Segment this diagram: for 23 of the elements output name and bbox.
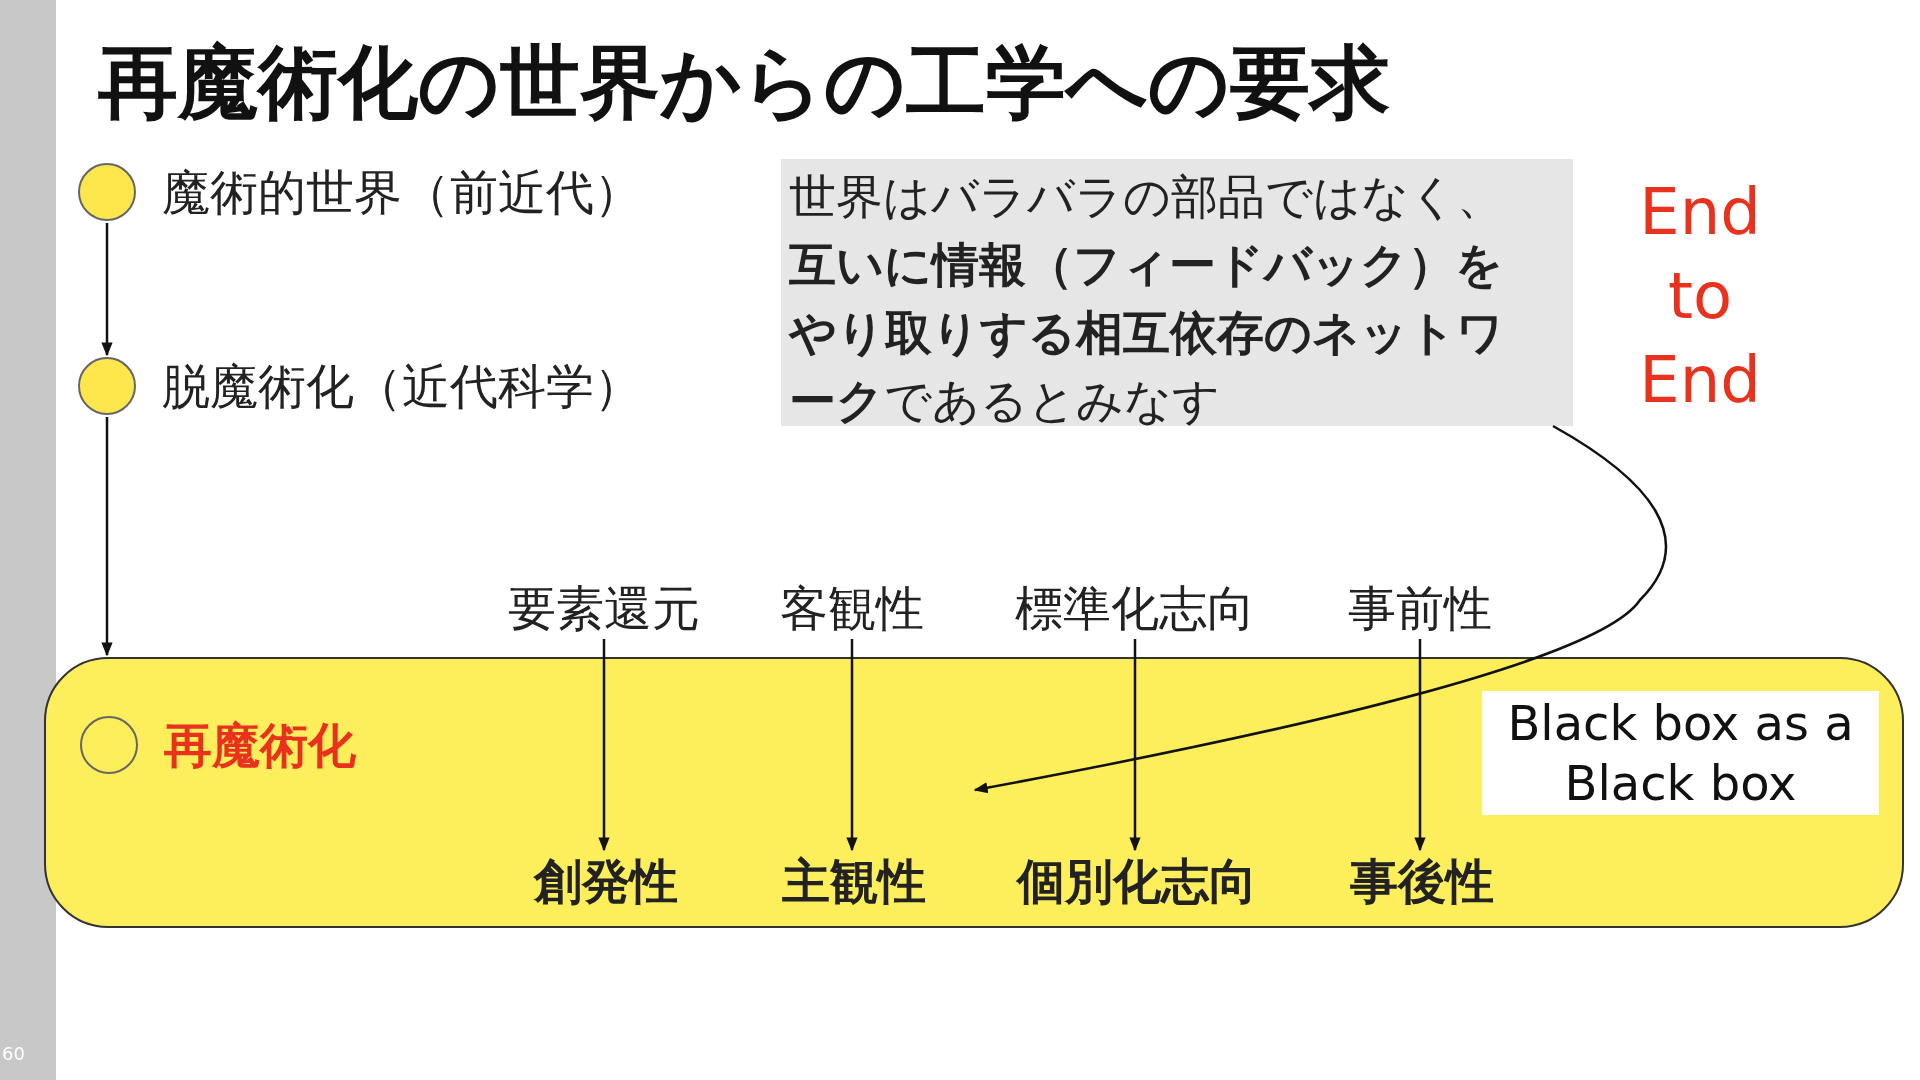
text-box: 世界はバラバラの部品ではなく、互いに情報（フィードバック）をやり取りする相互依存のネットワークであるとみなす: [781, 159, 1573, 426]
concept-label: 主観性: [782, 852, 926, 910]
slide-title: 再魔術化の世界からの工学への要求: [98, 35, 1390, 131]
concept-label: 創発性: [534, 852, 678, 910]
concept-label: 個別化志向: [1017, 852, 1257, 910]
arrow: [101, 417, 113, 657]
arrow: [101, 223, 113, 357]
highlight-label: End to End: [1638, 174, 1762, 419]
concept-label: 事後性: [1350, 852, 1494, 910]
concept-label: 標準化志向: [1015, 579, 1255, 637]
text-box: Black box as a Black box: [1482, 691, 1879, 815]
stage-label: 再魔術化: [164, 716, 356, 774]
arrow: [973, 424, 1667, 794]
arrow: [1414, 639, 1426, 852]
arrow: [846, 639, 858, 852]
stage-label: 脱魔術化（近代科学）: [162, 357, 642, 415]
concept-label: 要素還元: [508, 579, 700, 637]
concept-label: 客観性: [780, 579, 924, 637]
concept-label: 事前性: [1348, 579, 1492, 637]
arrow: [1129, 639, 1141, 852]
stage-label: 魔術的世界（前近代）: [162, 163, 642, 221]
arrow: [598, 639, 610, 852]
rounded-band: [44, 657, 1904, 928]
